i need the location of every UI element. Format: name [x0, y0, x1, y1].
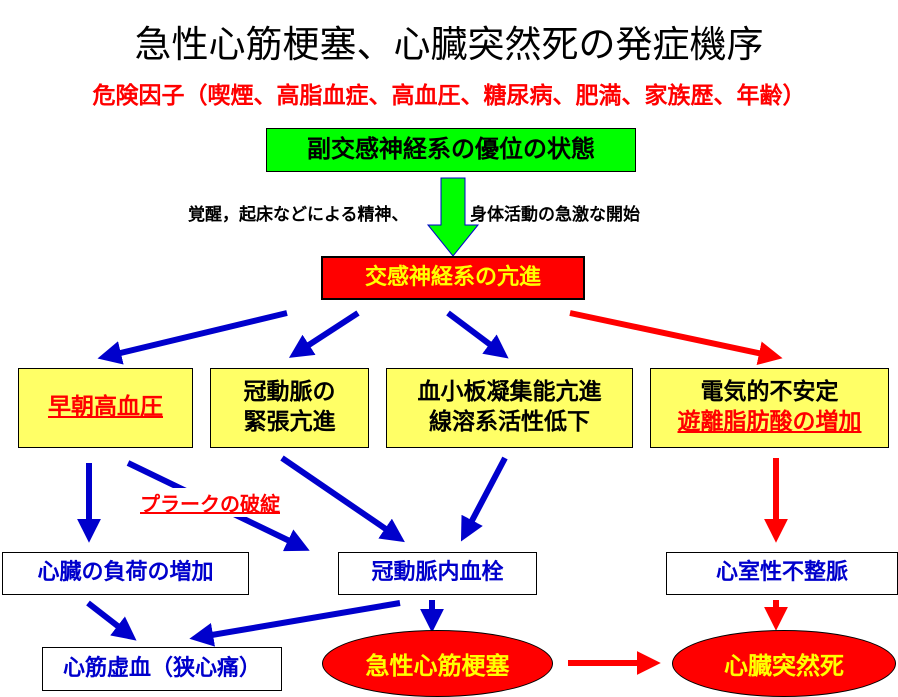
arrow-thrombus-to-ischemia [189, 600, 401, 647]
node-label: 血小板凝集能亢進 [417, 379, 602, 406]
node-label: 早朝高血圧 [48, 394, 163, 421]
node-sudden-death: 心臓突然死 [672, 630, 896, 697]
node-ami: 急性心筋梗塞 [322, 630, 553, 697]
arrow-to-morning-bp [97, 310, 288, 365]
node-label: 心室性不整脈 [715, 560, 848, 586]
node-label: 心筋虚血（狭心痛） [62, 655, 261, 681]
node-electrical: 電気的不安定遊離脂肪酸の増加 [650, 368, 889, 448]
node-cardiac-load: 心臓の負荷の増加 [2, 552, 249, 595]
arrow-platelet-to-thrombus [460, 456, 508, 542]
node-ischemia: 心筋虚血（狭心痛） [42, 647, 282, 691]
trigger-right-text: 身体活動の急激な開始 [470, 205, 640, 225]
green-down-arrow [426, 177, 480, 257]
node-label: 副交感神経系の優位の状態 [307, 135, 595, 164]
node-label: 緊張亢進 [243, 409, 336, 435]
node-label: 線溶系活性低下 [429, 409, 590, 435]
node-label: 電気的不安定 [700, 379, 839, 406]
arrow-to-electrical [569, 310, 783, 365]
node-sympathetic: 交感神経系の亢進 [321, 256, 585, 300]
node-coronary-tension: 冠動脈の緊張亢進 [210, 368, 369, 448]
page-title: 急性心筋梗塞、心臓突然死の発症機序 [134, 23, 764, 66]
arrow-to-platelet [446, 310, 509, 359]
node-platelet: 血小板凝集能亢進線溶系活性低下 [386, 368, 633, 448]
plaque-rupture-label: プラークの破綻 [138, 488, 282, 517]
node-label: 心臓の負荷の増加 [37, 560, 214, 586]
node-label: 急性心筋梗塞 [365, 652, 510, 680]
arrow-to-coronary-tension [288, 310, 360, 358]
node-coronary-thrombus: 冠動脈内血栓 [338, 552, 537, 595]
node-morning-bp: 早朝高血圧 [18, 368, 193, 448]
risk-factors: 危険因子（喫煙、高脂血症、高血圧、糖尿病、肥満、家族歴、年齢） [92, 83, 806, 109]
node-ventricular-arrhythmia: 心室性不整脈 [666, 552, 898, 595]
node-label: 交感神経系の亢進 [364, 264, 541, 290]
arrow-tension-to-thrombus [280, 455, 405, 543]
node-label: 冠動脈内血栓 [371, 560, 504, 586]
arrow-load-to-ischemia [86, 600, 137, 641]
trigger-left-text: 覚醒，起床などによる精神、 [188, 205, 409, 225]
node-label: 遊離脂肪酸の増加 [677, 409, 862, 435]
node-label: 冠動脈の [243, 379, 336, 406]
node-parasympathetic: 副交感神経系の優位の状態 [266, 128, 636, 172]
node-label: 心臓突然死 [724, 652, 844, 680]
